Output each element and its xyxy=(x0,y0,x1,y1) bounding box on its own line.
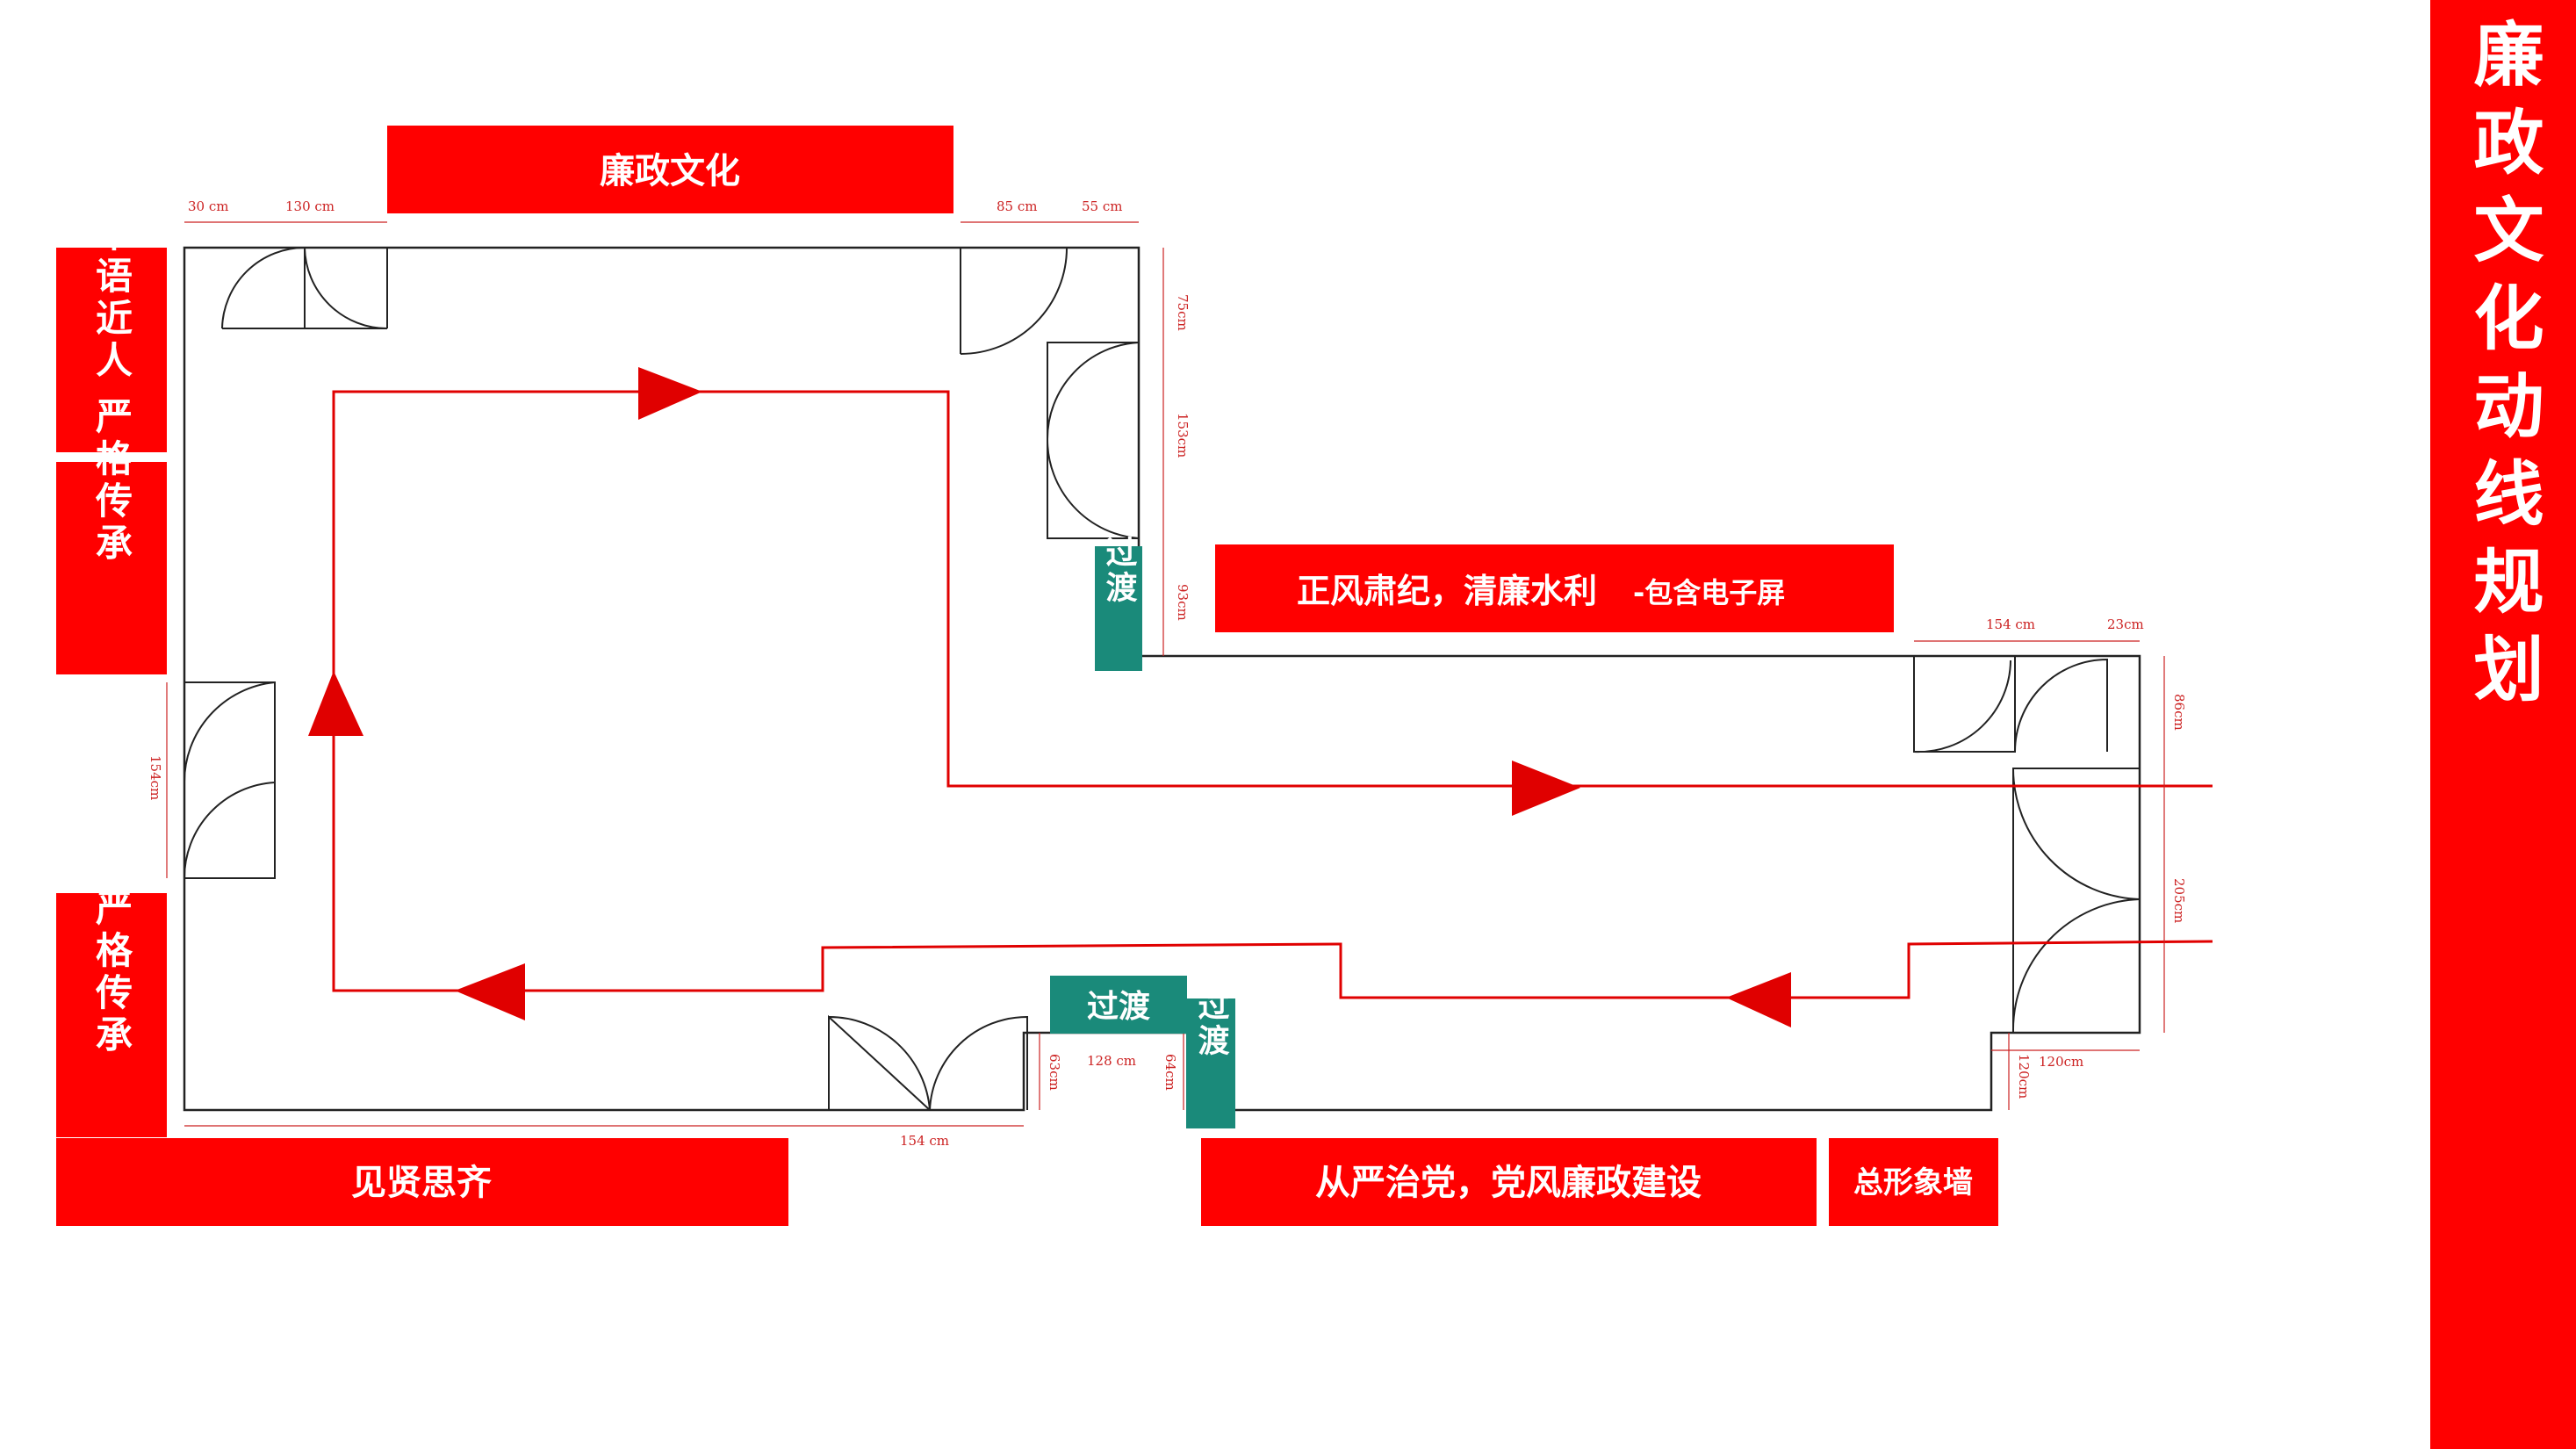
zone-zhengfeng-sujii: 正风肃纪，清廉水利 -包含电子屏 xyxy=(1215,544,1894,632)
door-far-right-top xyxy=(1913,656,2108,753)
doors xyxy=(183,247,2141,1111)
dim-55: 55 cm xyxy=(1082,198,1122,214)
svg-text:从严治党，党风廉政建设: 从严治党，党风廉政建设 xyxy=(1315,1163,1702,1203)
zone-yange-chuancheng-upper: 严格传承 xyxy=(56,397,167,674)
svg-text:总形象墙: 总形象墙 xyxy=(1853,1165,1973,1200)
transition-bottom-vertical: 过渡 xyxy=(1186,989,1235,1128)
door-far-right-entry xyxy=(2011,768,2141,1034)
transition-bottom-horizontal: 过渡 xyxy=(1050,976,1187,1034)
side-title: 党纪教育及廉政文化动线规划 xyxy=(2463,0,2544,720)
door-top-right xyxy=(960,247,1068,355)
pingyu-jinren-text: 平语近人 xyxy=(90,214,133,383)
zone-yange-chuancheng-lower: 严格传承 xyxy=(56,889,167,1137)
door-bottom xyxy=(828,1014,1028,1111)
dim-64: 64cm xyxy=(1162,1054,1178,1091)
dim-154-left: 154cm xyxy=(148,755,163,800)
svg-text:严格传承: 严格传承 xyxy=(90,397,133,566)
zone-lianzheng-wenhua: 廉政文化 xyxy=(387,126,953,213)
dim-23: 23cm xyxy=(2107,616,2144,632)
zone-labels: 廉政文化 平语近人 严格传承 严格传承 正风肃纪，清廉水利 -包含电子屏 见贤思… xyxy=(56,126,1998,1226)
dim-130: 130 cm xyxy=(285,198,335,214)
transition-right: 过渡 xyxy=(1095,536,1142,671)
dim-75: 75cm xyxy=(1175,294,1191,331)
dim-86: 86cm xyxy=(2171,694,2187,731)
zone-zongxing-xiangqiang: 总形象墙 xyxy=(1829,1138,1998,1226)
zone-pingyu-jinren: 平语近人 xyxy=(56,214,167,452)
dim-30: 30 cm xyxy=(188,198,228,214)
arrow-left-right xyxy=(1726,972,1791,1027)
dimension-lines xyxy=(166,221,2165,1127)
svg-text:廉政文化: 廉政文化 xyxy=(600,151,740,191)
transition-labels: 过渡 过渡 过渡 xyxy=(1050,536,1235,1128)
zone-jianxian-siqi: 见贤思齐 xyxy=(56,1138,788,1226)
svg-text:见贤思齐: 见贤思齐 xyxy=(351,1163,492,1203)
dimension-texts: 30 cm 130 cm 85 cm 55 cm 75cm 153cm 93cm… xyxy=(148,198,2187,1149)
dim-205: 205cm xyxy=(2171,878,2187,923)
visitor-route xyxy=(332,390,2213,999)
arrow-right-top xyxy=(638,367,702,420)
svg-text:过渡: 过渡 xyxy=(1087,989,1150,1025)
arrow-right-mid xyxy=(1512,761,1580,816)
svg-text:过渡: 过渡 xyxy=(1193,989,1230,1059)
dim-63: 63cm xyxy=(1047,1054,1062,1091)
arrow-up-left xyxy=(308,671,363,736)
arrow-left-bottom xyxy=(455,963,525,1020)
dim-93: 93cm xyxy=(1175,584,1191,621)
door-left xyxy=(183,681,276,879)
dim-128: 128 cm xyxy=(1087,1053,1136,1069)
dim-120-h: 120cm xyxy=(2039,1054,2083,1070)
svg-text:-包含电子屏: -包含电子屏 xyxy=(1633,576,1785,609)
dim-153: 153cm xyxy=(1175,413,1191,458)
door-right-upper xyxy=(1046,342,1140,539)
dim-154-top: 154 cm xyxy=(1986,616,2035,632)
dim-154-bottom: 154 cm xyxy=(900,1133,949,1149)
dim-120-v: 120cm xyxy=(2016,1054,2032,1099)
route-arrows xyxy=(308,367,1791,1027)
door-top-left xyxy=(221,247,388,329)
side-title-bar: 党纪教育及廉政文化动线规划 xyxy=(2430,0,2576,1449)
svg-text:严格传承: 严格传承 xyxy=(90,889,133,1057)
dim-85: 85 cm xyxy=(997,198,1037,214)
zone-congyan-zhidang: 从严治党，党风廉政建设 xyxy=(1201,1138,1817,1226)
svg-text:过渡: 过渡 xyxy=(1101,536,1138,606)
svg-text:正风肃纪，清廉水利: 正风肃纪，清廉水利 xyxy=(1297,572,1597,610)
